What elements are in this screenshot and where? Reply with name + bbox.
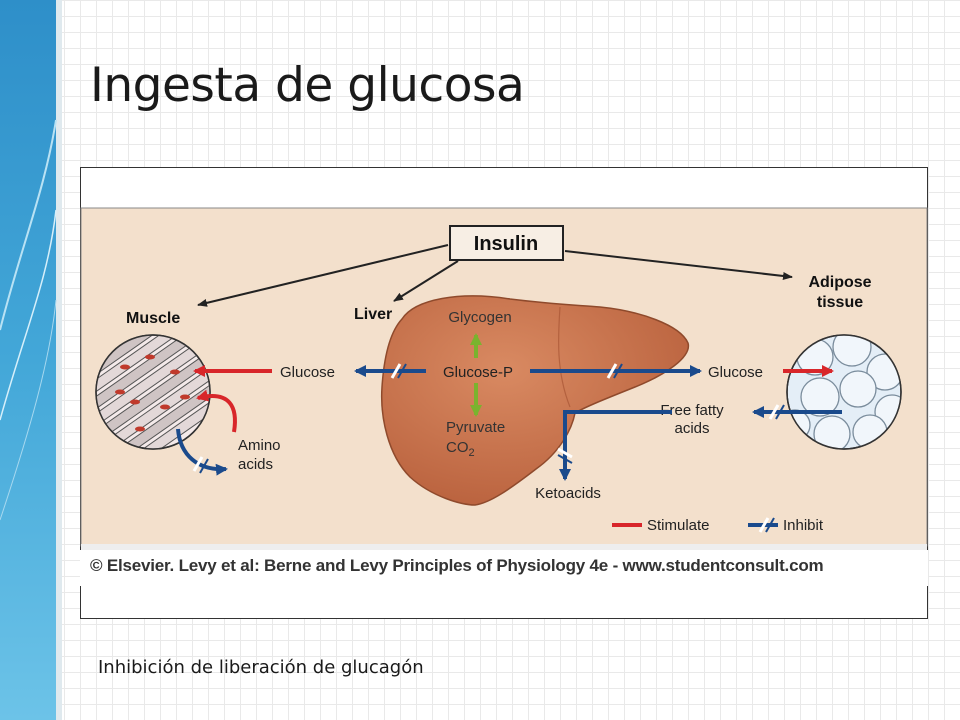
insulin-to-adipose-arrow (564, 250, 793, 280)
glucose-right-label: Glucose (708, 364, 763, 381)
glucose-left-label: Glucose (280, 364, 335, 381)
amino-label-line2: acids (238, 456, 273, 473)
muscle-tissue-image (95, 334, 211, 450)
legend-stimulate-label: Stimulate (647, 517, 710, 534)
insulin-metabolism-diagram: Insulin Muscle Liver Adipose tissue (80, 207, 928, 550)
liver-label: Liver (354, 306, 392, 323)
ketoacid-formation-inhibited-arrow (559, 410, 672, 481)
glucose-p-label: Glucose-P (443, 364, 513, 381)
copyright-bar: © Elsevier. Levy et al: Berne and Levy P… (80, 550, 928, 586)
legend-inhibit-label: Inhibit (783, 517, 824, 534)
decorative-side-band (0, 0, 62, 720)
glycogen-label: Glycogen (448, 309, 511, 326)
co2-label: CO2 (446, 439, 475, 459)
insulin-to-muscle-arrow (197, 244, 449, 307)
amino-acid-release-inhibited-arrow (176, 428, 228, 476)
amino-label-line1: Amino (238, 437, 281, 454)
adipose-label-line1: Adipose (808, 274, 871, 291)
insulin-to-liver-arrow (393, 260, 459, 302)
ketoacids-label: Ketoacids (535, 485, 601, 502)
copyright-text: © Elsevier. Levy et al: Berne and Levy P… (90, 556, 824, 575)
ffa-label-line2: acids (674, 420, 709, 437)
insulin-label: Insulin (474, 233, 538, 255)
slide-title: Ingesta de glucosa (90, 58, 525, 113)
muscle-label: Muscle (126, 310, 180, 327)
ffa-label-line1: Free fatty (660, 402, 724, 419)
slide-caption: Inhibición de liberación de glucagón (98, 657, 424, 678)
insulin-box (449, 225, 564, 261)
amino-acid-uptake-arrow (196, 389, 237, 433)
pyruvate-label: Pyruvate (446, 419, 505, 436)
adipose-label-line2: tissue (817, 294, 863, 311)
